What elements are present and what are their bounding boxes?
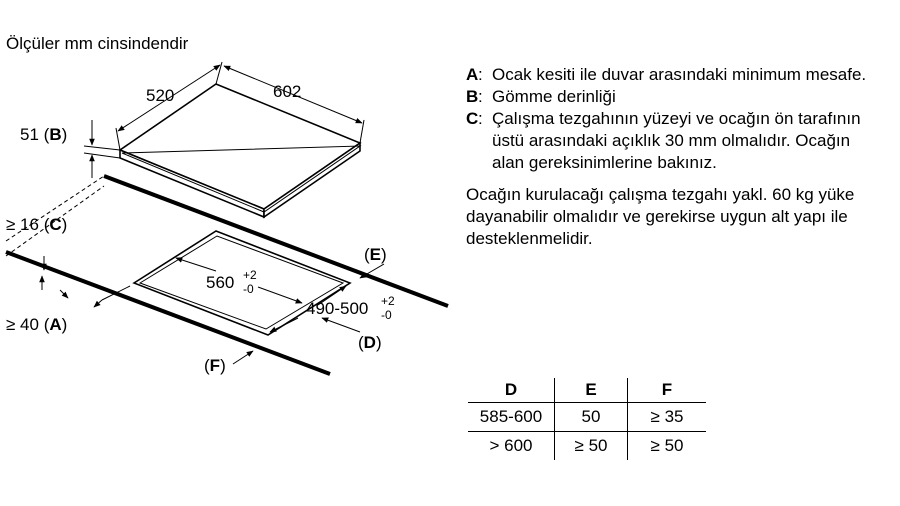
table-cell: 585-600 [468, 402, 555, 432]
cutout-depth-label: 490-500 [306, 299, 368, 318]
table-cell: ≥ 50 [627, 431, 706, 460]
table-cell: 50 [554, 402, 628, 432]
worktop-dimensions [39, 256, 385, 365]
units-note: Ölçüler mm cinsindendir [6, 34, 189, 53]
note-b: B : Gömme derinliği [466, 86, 886, 108]
installation-diagram: Ölçüler mm cinsindendir 520 602 51 (B) [5, 34, 449, 376]
hob-height-label: 51 (B) [20, 125, 67, 144]
table-row: > 600 ≥ 50 ≥ 50 [468, 431, 706, 460]
hob-width-label: 602 [273, 82, 301, 101]
note-key: B [466, 87, 479, 106]
hob-dimensions [83, 61, 365, 178]
note-text: Ocak kesiti ile duvar arasındaki minimum… [492, 65, 867, 84]
cutout-width-tol-plus: +2 [243, 268, 257, 282]
note-a: A : Ocak kesiti ile duvar arasındaki min… [466, 64, 886, 86]
cutout-width-tol-minus: -0 [243, 282, 254, 296]
note-key: C [466, 109, 479, 128]
note-text: Gömme derinliği [492, 87, 616, 106]
table-cell: > 600 [468, 431, 555, 460]
clearance-table: D E F 585-600 50 ≥ 35 > 600 ≥ 50 ≥ 50 [468, 378, 706, 460]
table-header-d: D [504, 380, 518, 399]
note-c: C : Çalışma tezgahının yüzeyi ve ocağın … [466, 108, 886, 174]
label-e: (E) [364, 245, 387, 264]
table-cell: ≥ 50 [554, 431, 628, 460]
load-note: Ocağın kurulacağı çalışma tezgahı yakl. … [466, 185, 855, 248]
table-header-e: E [554, 378, 628, 403]
note-key: A [466, 65, 479, 84]
worktop-drawing [5, 174, 449, 376]
clearance-a-label: ≥ 40 (A) [6, 315, 67, 334]
table-row: 585-600 50 ≥ 35 [468, 402, 706, 432]
label-d: (D) [358, 333, 382, 352]
label-f: (F) [204, 356, 226, 375]
cutout-depth-tol-plus: +2 [381, 294, 395, 308]
cutout-width-label: 560 [206, 273, 234, 292]
table-header-f: F [627, 378, 706, 403]
hob-depth-label: 520 [146, 86, 174, 105]
note-text: Çalışma tezgahının yüzeyi ve ocağın ön t… [492, 109, 861, 172]
clearance-c-label: ≥ 16 (C) [6, 215, 67, 234]
table-cell: ≥ 35 [627, 402, 706, 432]
notes-panel: A : Ocak kesiti ile duvar arasındaki min… [466, 64, 886, 250]
cutout-depth-tol-minus: -0 [381, 308, 392, 322]
